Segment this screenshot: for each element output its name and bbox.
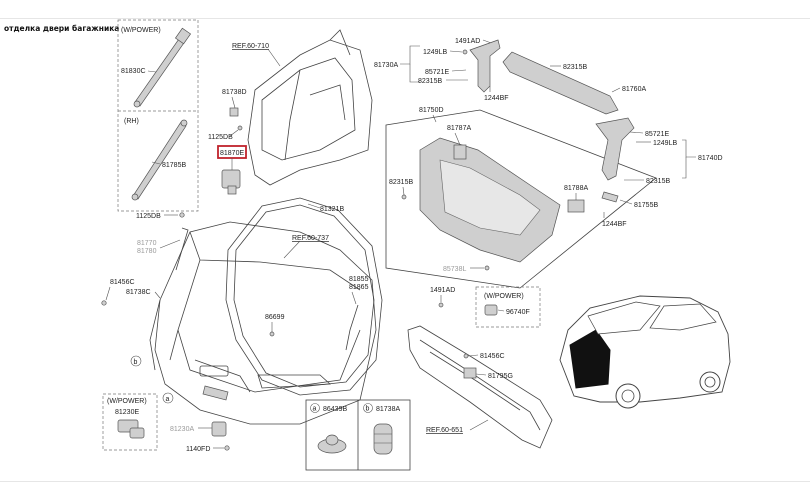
label-81830C: 81830C xyxy=(121,68,146,75)
clip-81456C-right[interactable] xyxy=(463,353,469,359)
weatherstrip-81321B[interactable] xyxy=(225,197,383,396)
label-1244BF-right: 1244BF xyxy=(602,221,627,228)
latch-rod-81770[interactable] xyxy=(175,227,189,271)
label-81738D: 81738D xyxy=(222,89,247,96)
page-title: отделка двери багажника xyxy=(4,24,120,33)
label-81738A: 81738A xyxy=(376,406,400,413)
bolt-1491AD-bottom[interactable] xyxy=(438,302,444,308)
label-86699: 86699 xyxy=(265,314,285,321)
w-power-left-label: (W/POWER) xyxy=(107,398,147,405)
switch-96740F[interactable] xyxy=(484,304,498,316)
label-85738L: 85738L xyxy=(443,266,466,273)
label-85721E-top: 85721E xyxy=(425,69,449,76)
label-81321B: 81321B xyxy=(320,206,344,213)
car-thumbnail xyxy=(559,295,731,409)
label-1125DB-left: 1125DB xyxy=(136,213,161,220)
callout-a-marker xyxy=(162,392,174,404)
latch-81870E[interactable] xyxy=(221,169,241,195)
trim-panel-box xyxy=(385,109,657,289)
label-81230A: 81230A xyxy=(170,426,194,433)
label-81780: 81780 xyxy=(137,248,157,255)
strut-group-box xyxy=(117,19,199,212)
gas-strut-81785B[interactable] xyxy=(131,119,188,201)
letter-a: a xyxy=(166,396,170,403)
label-85721E-right: 85721E xyxy=(645,131,669,138)
label-81760A: 81760A xyxy=(622,86,646,93)
label-1244BF-top: 1244BF xyxy=(484,95,509,102)
rear-panel-trim xyxy=(407,325,553,449)
ref-60-710[interactable]: REF.60-710 xyxy=(232,43,269,50)
bumper-81738A[interactable] xyxy=(373,423,393,455)
label-81738C: 81738C xyxy=(126,289,151,296)
label-81870E[interactable]: 81870E xyxy=(220,150,244,157)
letter-b: b xyxy=(134,359,138,366)
legend-letter-a: a xyxy=(313,406,317,413)
label-81755B: 81755B xyxy=(634,202,658,209)
label-81788A: 81788A xyxy=(564,185,588,192)
label-82315B-b: 82315B xyxy=(563,64,587,71)
body-side-frame xyxy=(247,29,373,186)
handle-81787A[interactable] xyxy=(453,144,467,160)
striker-81795G[interactable] xyxy=(463,367,477,379)
label-1249LB-right: 1249LB xyxy=(653,140,677,147)
label-1140FD: 1140FD xyxy=(186,446,210,453)
upper-trim-81760A[interactable] xyxy=(502,51,619,115)
cable-81855[interactable] xyxy=(345,304,359,351)
label-96740F: 96740F xyxy=(506,309,530,316)
tailgate-panel xyxy=(149,221,377,425)
power-switch-box xyxy=(475,286,541,328)
label-81750D: 81750D xyxy=(419,107,444,114)
latch-actuator-81230E[interactable] xyxy=(117,419,145,439)
bolt-1125DB-left[interactable] xyxy=(179,212,185,218)
bolt-1140FD[interactable] xyxy=(224,445,230,451)
label-1125DB-right: 1125DB xyxy=(208,134,233,141)
trim-81788A[interactable] xyxy=(567,199,585,213)
trim-81755B[interactable] xyxy=(601,191,619,203)
label-81730A: 81730A xyxy=(374,62,398,69)
clip-85738L[interactable] xyxy=(484,265,490,271)
label-82315B-a: 82315B xyxy=(418,78,442,85)
label-81855: 81855 xyxy=(349,276,369,283)
label-81230E: 81230E xyxy=(115,409,139,416)
label-81785B: 81785B xyxy=(162,162,186,169)
bumper-81738D[interactable] xyxy=(229,107,239,117)
label-81795G: 81795G xyxy=(488,373,513,380)
grommet-86439B[interactable] xyxy=(317,434,347,454)
rh-label: (RH) xyxy=(124,118,139,125)
label-86439B: 86439B xyxy=(323,406,347,413)
clip-82315B-c[interactable] xyxy=(401,194,407,200)
legend-letter-b: b xyxy=(366,406,370,413)
tailgate-trim-81750D[interactable] xyxy=(419,137,561,263)
side-trim-81730A[interactable] xyxy=(469,39,501,93)
label-81865: 81865 xyxy=(349,284,369,291)
label-82315B-d: 82315B xyxy=(646,178,670,185)
clip-1249LB-top[interactable] xyxy=(462,49,468,55)
label-81456C-left: 81456C xyxy=(110,279,135,286)
power-strut-81830C[interactable] xyxy=(133,27,192,108)
diagram-frame xyxy=(0,18,810,482)
side-trim-81740D[interactable] xyxy=(595,117,635,181)
label-1491AD-bottom: 1491AD xyxy=(430,287,455,294)
ref-60-737[interactable]: REF.60-737 xyxy=(292,235,329,242)
callout-b-marker xyxy=(130,355,142,367)
label-81770: 81770 xyxy=(137,240,157,247)
label-81787A: 81787A xyxy=(447,125,471,132)
label-82315B-c: 82315B xyxy=(389,179,413,186)
label-1249LB-top: 1249LB xyxy=(423,49,447,56)
clip-86699[interactable] xyxy=(269,331,275,337)
label-81740D: 81740D xyxy=(698,155,723,162)
label-1491AD-top: 1491AD xyxy=(455,38,480,45)
w-power-right-label: (W/POWER) xyxy=(484,293,524,300)
label-81456C-right: 81456C xyxy=(480,353,505,360)
ref-60-651[interactable]: REF.60-651 xyxy=(426,427,463,434)
bolt-1125DB-right[interactable] xyxy=(237,125,243,131)
latch-81230A[interactable] xyxy=(211,421,227,437)
clip-81456C-left[interactable] xyxy=(101,300,107,306)
power-actuator-box xyxy=(102,393,158,451)
w-power-top-label: (W/POWER) xyxy=(121,27,161,34)
